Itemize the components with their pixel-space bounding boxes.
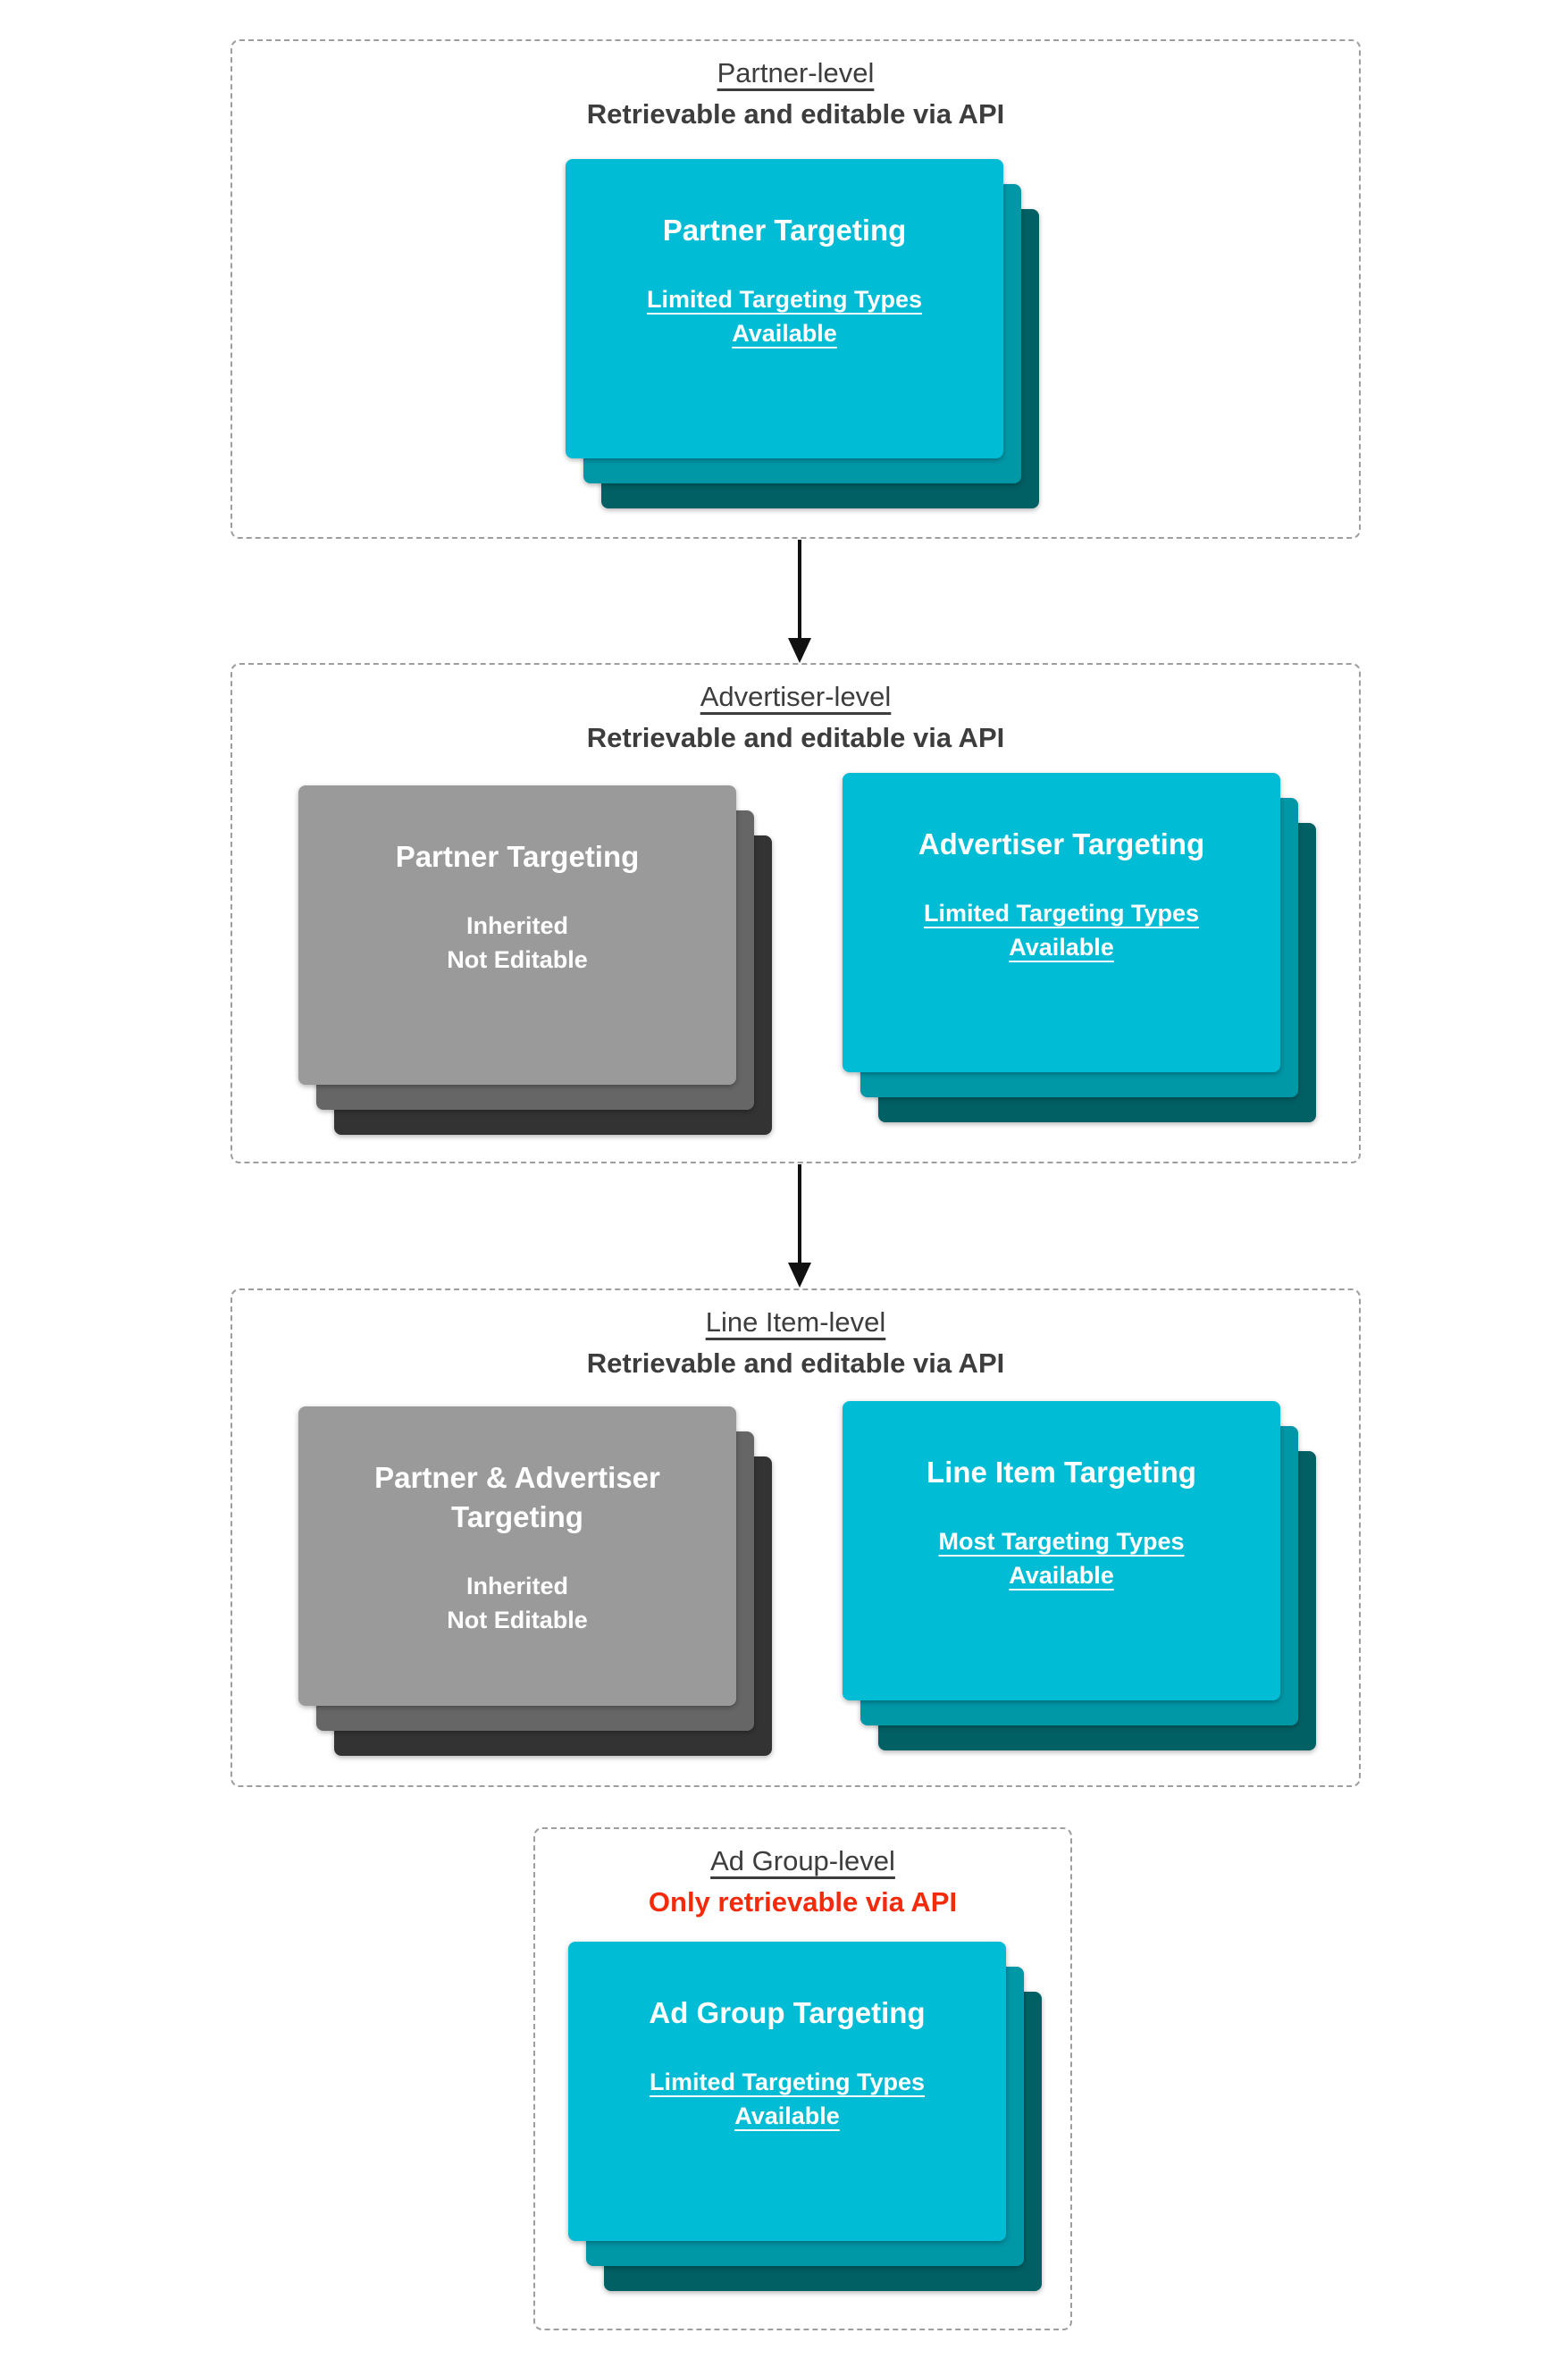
card-title: Ad Group Targeting — [649, 1996, 926, 2029]
card-body-line: Limited Targeting Types — [923, 900, 1200, 927]
section-ad-group-level: Ad Group-level Only retrievable via API — [533, 1827, 1072, 2330]
card-stack-inherited-partner-targeting: Partner Targeting Inherited Not Editable — [298, 785, 772, 1135]
section-heading: Line Item-level Retrievable and editable… — [232, 1303, 1359, 1383]
section-heading: Advertiser-level Retrievable and editabl… — [232, 677, 1359, 758]
arrow-down-icon — [788, 1263, 811, 1288]
card-title: Line Item Targeting — [927, 1456, 1196, 1489]
card-body: Limited Targeting Types Available — [647, 282, 922, 350]
card-body: Most Targeting Types Available — [938, 1524, 1184, 1592]
card-body-line: Available — [1009, 934, 1114, 961]
section-subtitle: Only retrievable via API — [648, 1886, 958, 1918]
card-stack-line-item-targeting: Line Item Targeting Most Targeting Types… — [843, 1401, 1316, 1750]
section-title: Advertiser-level — [700, 681, 892, 712]
card-body: Limited Targeting Types Available — [650, 2065, 925, 2133]
section-subtitle: Retrievable and editable via API — [586, 98, 1005, 130]
card-body-line: Most Targeting Types — [938, 1528, 1185, 1555]
section-title: Ad Group-level — [710, 1845, 895, 1876]
card-body-line: Not Editable — [447, 1607, 588, 1633]
flow-arrow-partner-to-advertiser — [788, 540, 811, 663]
card-body-line: Available — [734, 2103, 840, 2129]
card-body-line: Inherited — [465, 1573, 568, 1599]
section-advertiser-level: Advertiser-level Retrievable and editabl… — [231, 663, 1361, 1163]
card-body-line: Limited Targeting Types — [649, 2069, 926, 2095]
section-title: Partner-level — [717, 57, 875, 88]
arrow-line — [798, 1164, 801, 1263]
section-heading: Partner-level Retrievable and editable v… — [232, 54, 1359, 134]
card-title: Partner & Advertiser Targeting — [374, 1461, 660, 1533]
card-body-line: Not Editable — [447, 946, 588, 973]
card-title: Partner Targeting — [395, 840, 640, 873]
card-line-item-targeting: Line Item Targeting Most Targeting Types… — [843, 1401, 1280, 1700]
card-title: Partner Targeting — [662, 214, 907, 247]
card-advertiser-targeting: Advertiser Targeting Limited Targeting T… — [843, 773, 1280, 1072]
card-stack-inherited-partner-advertiser-targeting: Partner & Advertiser Targeting Inherited… — [298, 1406, 772, 1756]
card-stack-advertiser-targeting: Advertiser Targeting Limited Targeting T… — [843, 773, 1316, 1122]
card-ad-group-targeting: Ad Group Targeting Limited Targeting Typ… — [568, 1942, 1006, 2241]
card-body: Inherited Not Editable — [447, 1569, 588, 1637]
card-inherited-partner-advertiser-targeting: Partner & Advertiser Targeting Inherited… — [298, 1406, 736, 1706]
arrow-down-icon — [788, 638, 811, 663]
card-body: Limited Targeting Types Available — [924, 896, 1199, 964]
section-line-item-level: Line Item-level Retrievable and editable… — [231, 1288, 1361, 1787]
card-body-line: Available — [732, 320, 837, 347]
card-body-line: Limited Targeting Types — [646, 286, 923, 313]
card-stack-partner-targeting: Partner Targeting Limited Targeting Type… — [566, 159, 1039, 508]
card-stack-ad-group-targeting: Ad Group Targeting Limited Targeting Typ… — [568, 1942, 1042, 2291]
card-body: Inherited Not Editable — [447, 909, 588, 977]
arrow-line — [798, 540, 801, 638]
card-body-line: Inherited — [465, 912, 568, 939]
section-partner-level: Partner-level Retrievable and editable v… — [231, 39, 1361, 539]
card-inherited-partner-targeting: Partner Targeting Inherited Not Editable — [298, 785, 736, 1085]
section-title: Line Item-level — [705, 1306, 886, 1338]
card-body-line: Available — [1009, 1562, 1114, 1589]
section-subtitle: Retrievable and editable via API — [586, 722, 1005, 753]
card-title: Advertiser Targeting — [918, 827, 1205, 860]
section-heading: Ad Group-level Only retrievable via API — [535, 1842, 1070, 1922]
section-subtitle: Retrievable and editable via API — [586, 1347, 1005, 1379]
card-partner-targeting: Partner Targeting Limited Targeting Type… — [566, 159, 1003, 458]
flow-arrow-advertiser-to-lineitem — [788, 1164, 811, 1288]
